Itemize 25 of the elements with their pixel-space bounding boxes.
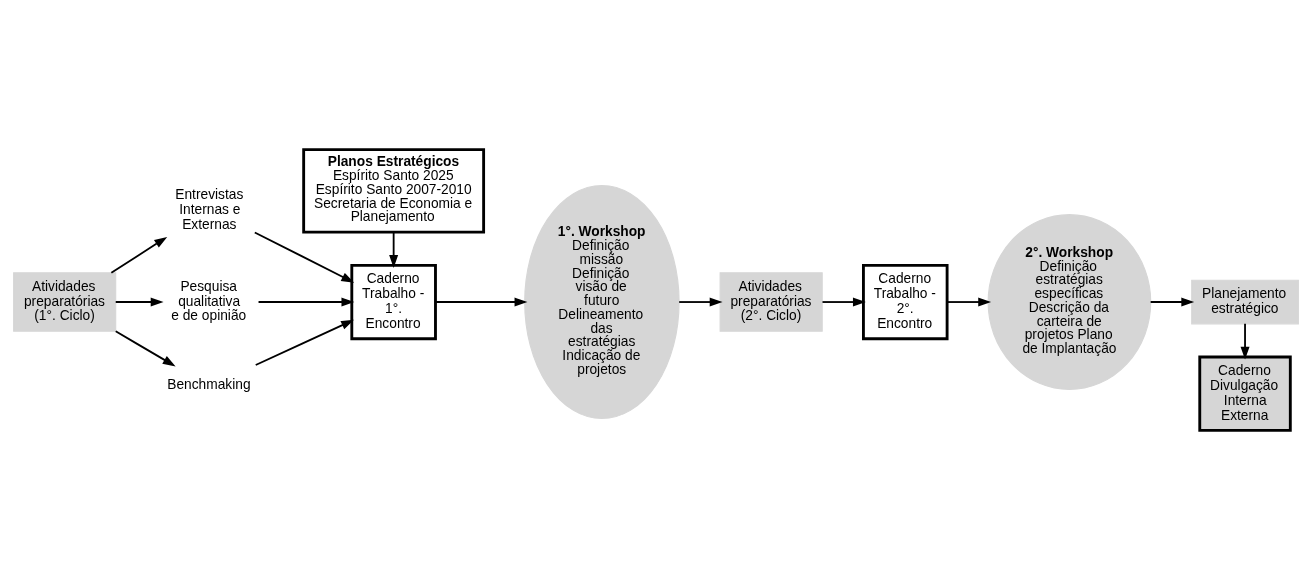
node-box: Caderno Trabalho - 1°. Encontro <box>350 263 437 340</box>
arrow <box>253 231 355 283</box>
node-box: Planos Estratégicos Espírito Santo 2025 Espírito Santo 2007-2010 Secretaria de Economia e Planejamento <box>302 147 486 234</box>
node-ellipse: 1°. Workshop Definição missão Definição visão de futuro Delineamento das estratégias Indicação de projetos <box>524 184 680 419</box>
arrow <box>678 297 723 307</box>
arrow <box>1149 297 1195 307</box>
node-circle: 2°. Workshop Definição estratégias específicas Descrição da carteira de projetos Plano de Implantação <box>987 213 1152 390</box>
node-box: Atividades preparatórias (1°. Ciclo) <box>13 271 117 332</box>
node-text: Entrevistas Internas e Externas <box>175 186 244 232</box>
node-box: Planejamento estratégico <box>1191 279 1299 324</box>
arrow <box>389 230 399 268</box>
arrow <box>114 329 176 366</box>
arrow <box>946 297 992 307</box>
node-box: Caderno Divulgação Interna Externa <box>1198 355 1292 432</box>
node-box: Caderno Trabalho - 2°. Encontro <box>862 263 949 340</box>
node-text: Pesquisa qualitativa e de opinião <box>171 278 247 323</box>
arrow <box>821 297 866 307</box>
arrow <box>254 319 355 366</box>
arrow <box>114 297 164 307</box>
arrow <box>257 297 355 307</box>
arrow <box>435 297 528 307</box>
arrow <box>110 236 168 274</box>
node-box: Atividades preparatórias (2°. Ciclo) <box>719 271 823 332</box>
node-text: Benchmaking <box>167 376 251 392</box>
arrow <box>1240 322 1250 360</box>
